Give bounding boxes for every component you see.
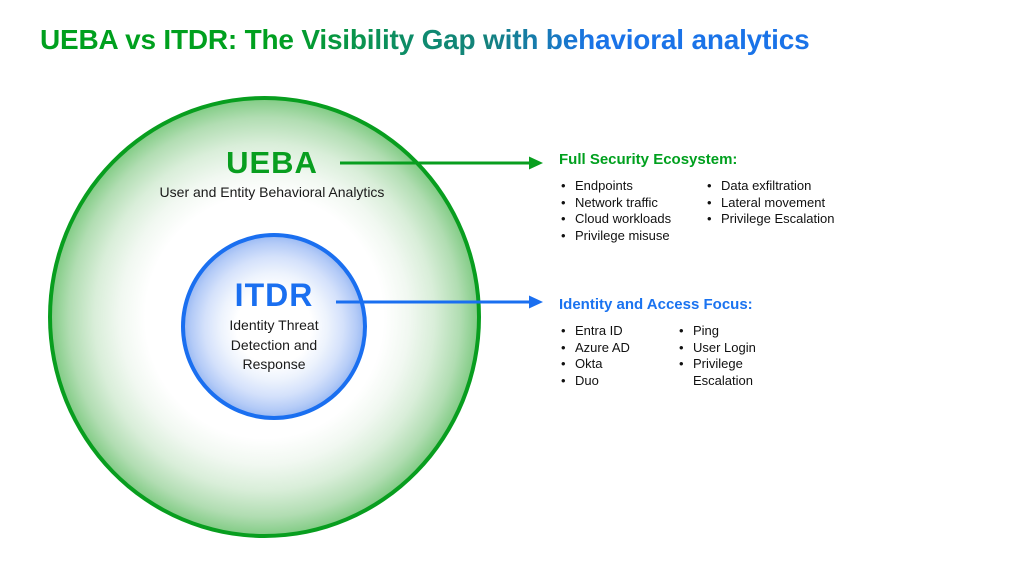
list-item: Okta (559, 356, 677, 373)
itdr-label: ITDR (234, 277, 314, 313)
ecosystem-list-col2: Data exfiltration Lateral movement Privi… (705, 178, 875, 244)
identity-list-col2: Ping User Login Privilege Escalation (677, 323, 769, 389)
ueba-label: UEBA (226, 145, 318, 180)
ecosystem-heading: Full Security Ecosystem: (559, 151, 738, 168)
list-item: Network traffic (559, 195, 705, 212)
ueba-text-block: UEBA User and Entity Behavioral Analytic… (144, 144, 400, 200)
list-item: Privilege Escalation (705, 211, 875, 228)
itdr-circle (181, 233, 367, 420)
list-item: Lateral movement (705, 195, 875, 212)
itdr-subtitle: Identity Threat Detection and Response (229, 317, 319, 372)
list-item: Ping (677, 323, 769, 340)
list-item: Privilege misuse (559, 228, 705, 245)
ecosystem-list-col1: Endpoints Network traffic Cloud workload… (559, 178, 705, 244)
list-item: User Login (677, 340, 769, 357)
identity-heading: Identity and Access Focus: (559, 296, 753, 313)
list-item: Data exfiltration (705, 178, 875, 195)
list-item: Endpoints (559, 178, 705, 195)
list-item: Entra ID (559, 323, 677, 340)
ueba-subtitle: User and Entity Behavioral Analytics (159, 184, 385, 200)
identity-access-focus-section: Identity and Access Focus: Entra ID Azur… (559, 296, 889, 389)
list-item: Azure AD (559, 340, 677, 357)
itdr-text-block: ITDR Identity Threat Detection and Respo… (218, 277, 330, 375)
full-security-ecosystem-section: Full Security Ecosystem: Endpoints Netwo… (559, 151, 889, 244)
identity-columns: Entra ID Azure AD Okta Duo Ping User Log… (559, 323, 889, 389)
list-item: Duo (559, 373, 677, 390)
page-title: UEBA vs ITDR: The Visibility Gap with be… (40, 24, 810, 55)
list-item: Cloud workloads (559, 211, 705, 228)
ecosystem-columns: Endpoints Network traffic Cloud workload… (559, 178, 889, 244)
list-item: Privilege Escalation (677, 356, 769, 389)
identity-list-col1: Entra ID Azure AD Okta Duo (559, 323, 677, 389)
